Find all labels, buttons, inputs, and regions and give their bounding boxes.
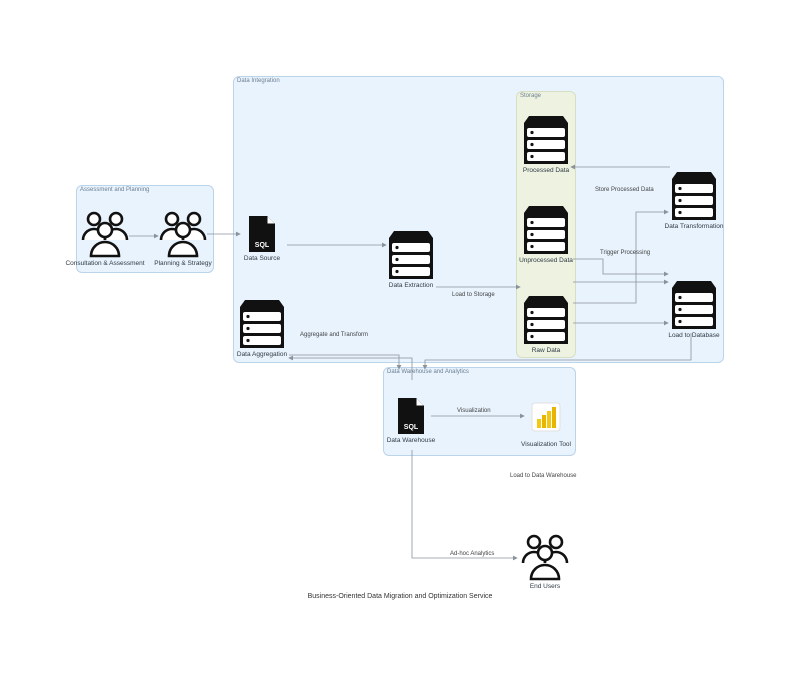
group-label-storage: Storage xyxy=(520,93,542,99)
node-data-transformation: Data Transformation xyxy=(644,171,744,230)
sql-file-icon: SQL xyxy=(249,216,275,252)
svg-text:SQL: SQL xyxy=(255,242,270,249)
label-consultation: Consultation & Assessment xyxy=(65,260,145,267)
database-icon xyxy=(389,231,433,279)
node-data-source: SQL Data Source xyxy=(212,215,312,262)
sql-file-icon: SQL xyxy=(398,398,424,434)
node-processed-data: Processed Data xyxy=(496,115,596,174)
node-load-to-database: Load to Database xyxy=(644,280,744,339)
people-icon xyxy=(81,211,129,258)
edge-raw-transform xyxy=(573,209,669,304)
edge-label-trigger-processing: Trigger Processing xyxy=(600,250,651,256)
group-label-assessment: Assessment and Planning xyxy=(80,187,150,193)
node-visualization-tool: Visualization Tool xyxy=(496,402,596,448)
label-visualization-tool: Visualization Tool xyxy=(521,441,571,448)
database-icon xyxy=(524,206,568,254)
node-raw-data: Raw Data xyxy=(496,295,596,354)
node-data-extraction: Data Extraction xyxy=(361,230,461,289)
powerbi-icon xyxy=(531,402,561,432)
database-icon xyxy=(524,296,568,344)
node-data-aggregation: Data Aggregation xyxy=(212,299,312,358)
edge-warehouse-endusers xyxy=(411,450,518,561)
edge-label-load-storage: Load to Storage xyxy=(452,292,495,298)
edge-load-warehouse xyxy=(422,333,692,370)
node-unprocessed-data: Unprocessed Data xyxy=(496,205,596,264)
svg-text:SQL: SQL xyxy=(404,424,419,431)
group-label-warehouse: Data Warehouse and Analytics xyxy=(387,369,469,375)
database-icon xyxy=(524,116,568,164)
label-raw-data: Raw Data xyxy=(531,347,561,354)
edge-label-visualization: Visualization xyxy=(457,408,491,414)
database-icon xyxy=(240,300,284,348)
label-end-users: End Users xyxy=(529,583,561,590)
edge-label-store-processed: Store Processed Data xyxy=(595,187,654,193)
database-icon xyxy=(672,172,716,220)
node-data-warehouse: SQL Data Warehouse xyxy=(361,397,461,444)
label-data-transformation: Data Transformation xyxy=(664,223,724,230)
edge-label-aggregate-transform: Aggregate and Transform xyxy=(300,332,369,338)
edge-aggregation-warehouse-a xyxy=(289,354,402,370)
people-icon xyxy=(521,534,569,581)
database-icon xyxy=(672,281,716,329)
label-planning: Planning & Strategy xyxy=(154,260,212,267)
label-unprocessed-data: Unprocessed Data xyxy=(519,257,573,264)
people-icon xyxy=(159,211,207,258)
edge-unprocessed-load xyxy=(573,258,669,277)
edge-label-load-warehouse: Load to Data Warehouse xyxy=(510,473,577,479)
diagram-title: Business-Oriented Data Migration and Opt… xyxy=(307,593,493,600)
node-planning: Planning & Strategy xyxy=(133,210,233,267)
group-integration: Data Integration xyxy=(233,76,724,363)
label-data-extraction: Data Extraction xyxy=(388,282,434,289)
node-consultation: Consultation & Assessment xyxy=(55,210,155,267)
label-processed-data: Processed Data xyxy=(522,167,570,174)
edge-warehouse-aggregation xyxy=(288,355,413,380)
label-data-aggregation: Data Aggregation xyxy=(236,351,288,358)
node-end-users: End Users xyxy=(495,533,595,590)
label-load-to-database: Load to Database xyxy=(668,332,720,339)
label-data-source: Data Source xyxy=(243,255,281,262)
edge-label-adhoc: Ad-hoc Analytics xyxy=(450,551,495,557)
group-label-integration: Data Integration xyxy=(237,78,280,84)
label-data-warehouse: Data Warehouse xyxy=(386,437,436,444)
